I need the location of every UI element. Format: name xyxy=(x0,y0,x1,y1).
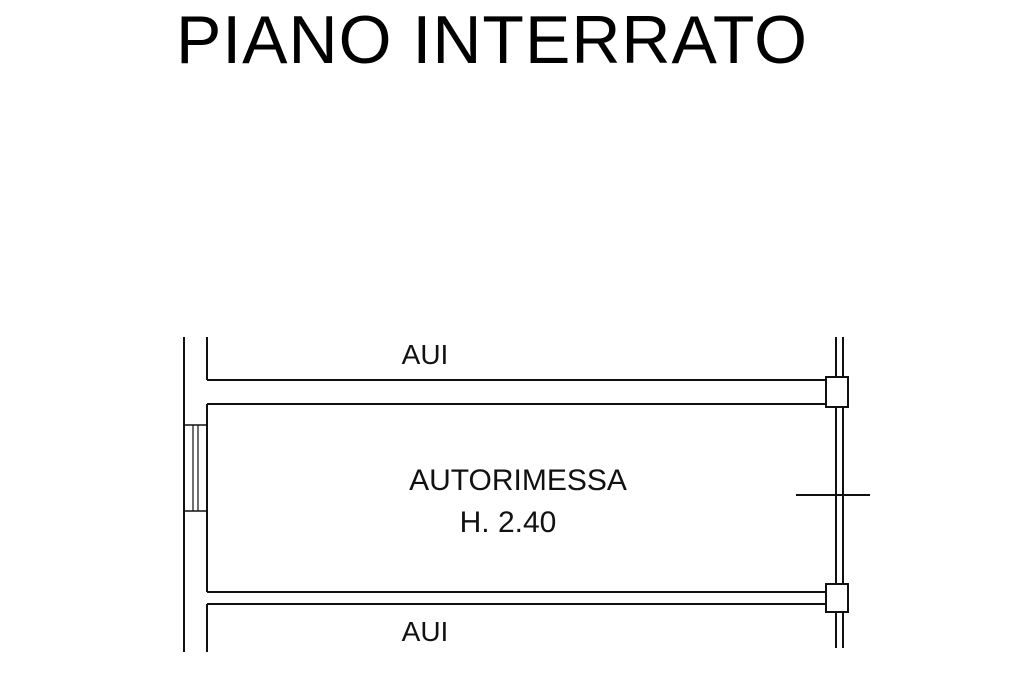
bottom-partition-column xyxy=(825,583,849,613)
left-wall-window xyxy=(183,424,208,512)
plan-walls xyxy=(183,337,870,652)
room-height-label: H. 2.40 xyxy=(460,506,557,539)
top-partition-column xyxy=(825,376,849,408)
room-label-aui-top: AUI xyxy=(402,339,449,370)
room-label-autorimessa: AUTORIMESSA xyxy=(409,464,627,497)
room-label-aui-bottom: AUI xyxy=(402,616,449,647)
floor-plan-title: PIANO INTERRATO xyxy=(175,2,809,78)
